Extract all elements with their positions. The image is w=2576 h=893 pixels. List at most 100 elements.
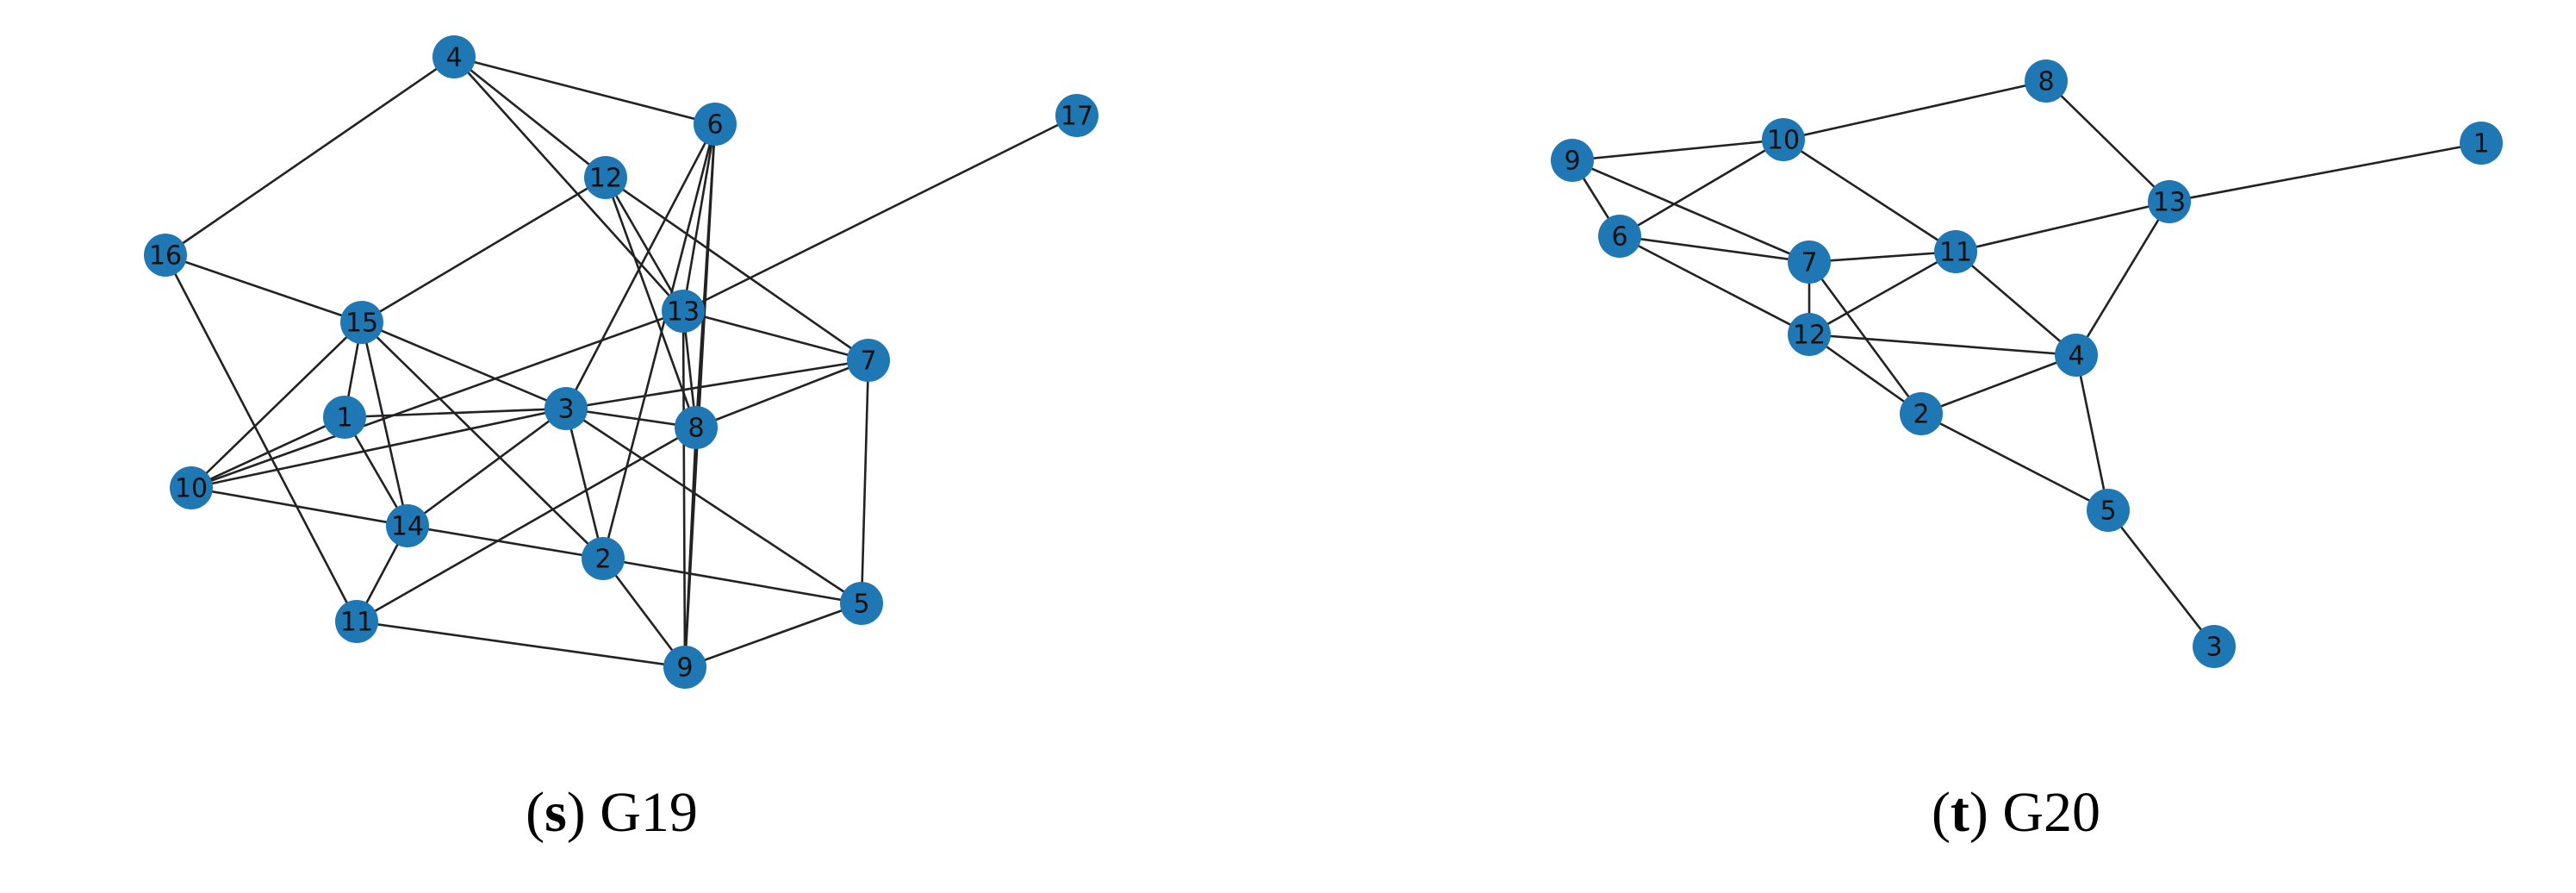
- edge-4-12: [453, 55, 607, 179]
- node-13: 13: [662, 290, 705, 333]
- node-6: 6: [694, 103, 737, 146]
- edge-11-4: [1955, 251, 2077, 356]
- node-circle: [432, 35, 476, 78]
- node-7: 7: [1788, 240, 1831, 284]
- edge-14-2: [407, 524, 604, 560]
- node-label: 5: [2100, 496, 2116, 527]
- node-label: 16: [149, 241, 182, 272]
- edge-16-15: [165, 253, 363, 324]
- edge-1-3: [344, 407, 567, 419]
- node-circle: [2148, 180, 2191, 223]
- node-17: 17: [1055, 94, 1098, 137]
- edge-12-13: [604, 177, 685, 312]
- edge-9-7: [1571, 159, 1810, 264]
- node-11: 11: [335, 600, 378, 643]
- node-15: 15: [340, 301, 383, 344]
- node-label: 8: [688, 414, 704, 444]
- node-9: 9: [1551, 139, 1594, 182]
- node-circle: [1551, 139, 1594, 182]
- node-circle: [694, 103, 737, 146]
- node-8: 8: [675, 406, 718, 449]
- node-8: 8: [2025, 59, 2068, 103]
- edge-13-7: [682, 309, 869, 362]
- caption-g20: (t) G20: [1931, 781, 2101, 844]
- node-circle: [1900, 392, 1943, 435]
- edge-2-5: [1920, 412, 2109, 512]
- node-circle: [2055, 334, 2098, 377]
- node-label: 6: [1611, 222, 1627, 253]
- node-label: 5: [853, 590, 869, 620]
- node-label: 3: [557, 395, 574, 425]
- node-label: 10: [175, 474, 208, 504]
- caption-letter: t: [1950, 781, 1969, 844]
- node-label: 13: [667, 297, 700, 328]
- edge-11-12: [1808, 250, 1957, 336]
- edge-13-11: [1955, 200, 2170, 253]
- node-circle: [1598, 215, 1641, 258]
- node-circle: [2087, 489, 2130, 532]
- edge-2-9: [601, 558, 687, 668]
- edge-15-2: [361, 322, 604, 559]
- node-label: 1: [336, 403, 352, 434]
- edge-12-7: [605, 176, 869, 362]
- node-label: 7: [860, 347, 876, 377]
- node-circle: [1055, 94, 1098, 137]
- node-4: 4: [2055, 334, 2098, 377]
- edge-10-11: [1783, 138, 1957, 253]
- node-3: 3: [544, 387, 588, 430]
- node-9: 9: [663, 646, 706, 689]
- edge-5-3: [2106, 509, 2216, 647]
- node-3: 3: [2193, 625, 2236, 668]
- edge-4-16: [165, 55, 455, 257]
- edge-3-5: [565, 407, 862, 605]
- caption-name: G19: [600, 781, 698, 844]
- edge-6-2: [601, 123, 717, 559]
- node-label: 1: [2473, 129, 2489, 159]
- edge-1-10: [190, 415, 345, 490]
- node-label: 9: [1564, 147, 1580, 177]
- caption-letter: s: [544, 781, 567, 844]
- edge-6-13: [681, 123, 717, 312]
- node-circle: [582, 537, 625, 580]
- node-circle: [840, 582, 883, 625]
- node-1: 1: [323, 396, 366, 439]
- node-circle: [323, 396, 366, 439]
- edge-17-13: [682, 114, 1078, 313]
- node-label: 17: [1061, 102, 1093, 132]
- edge-3-10: [190, 407, 567, 490]
- edge-8-9: [683, 427, 698, 668]
- edge-6-7: [1619, 234, 1810, 264]
- node-label: 15: [345, 309, 378, 339]
- node-label: 4: [2068, 341, 2084, 372]
- node-label: 11: [340, 608, 373, 638]
- node-5: 5: [2087, 489, 2130, 532]
- edge-7-5: [860, 359, 870, 604]
- node-10: 10: [170, 466, 213, 509]
- edge-12-2: [1808, 333, 1922, 415]
- edge-9-10: [1571, 138, 1784, 162]
- node-2: 2: [582, 537, 625, 580]
- edge-6-12: [1619, 234, 1810, 336]
- edge-4-5: [2075, 354, 2110, 511]
- node-13: 13: [2148, 180, 2191, 223]
- edge-2-5: [602, 557, 862, 605]
- node-4: 4: [432, 35, 476, 78]
- node-label: 2: [1913, 400, 1929, 430]
- node-circle: [144, 234, 187, 277]
- node-1: 1: [2460, 122, 2503, 165]
- edge-13-1: [2168, 141, 2482, 203]
- node-circle: [1788, 313, 1831, 356]
- edge-10-14: [190, 486, 408, 528]
- edge-10-8: [1783, 79, 2047, 141]
- node-label: 6: [706, 110, 723, 141]
- node-circle: [544, 387, 588, 430]
- node-circle: [663, 646, 706, 689]
- edge-15-10: [190, 322, 363, 489]
- node-label: 12: [1793, 321, 1826, 351]
- node-7: 7: [847, 339, 890, 382]
- node-circle: [1788, 240, 1831, 284]
- edge-12-4: [1808, 333, 2077, 357]
- edge-13-4: [2075, 201, 2171, 356]
- node-14: 14: [386, 504, 429, 547]
